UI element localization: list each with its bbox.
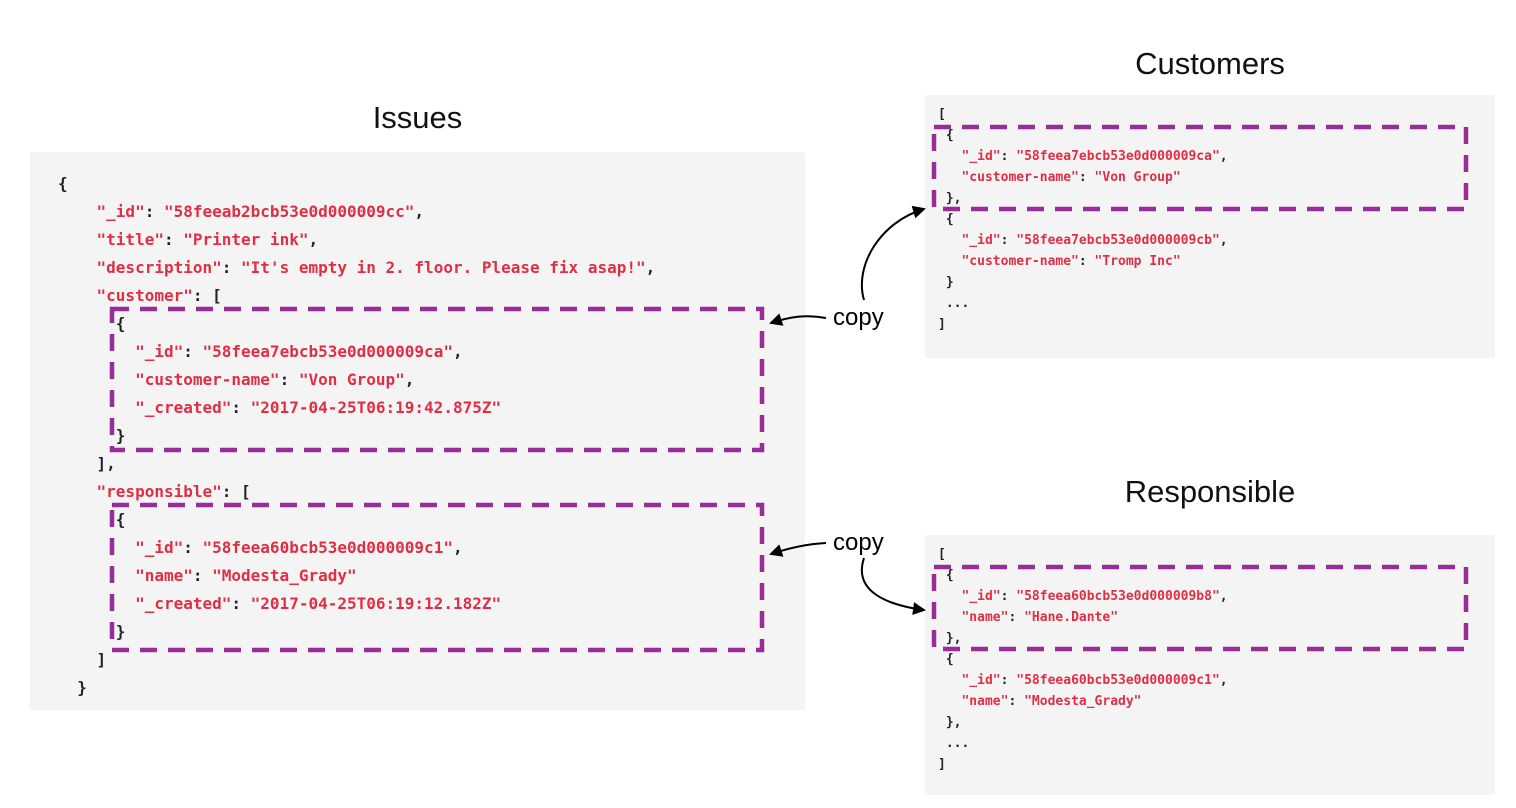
issues-json-document: { "_id": "58feeab2bcb53e0d000009cc", "ti… bbox=[30, 152, 805, 710]
copy-label-responsible: copy bbox=[833, 529, 884, 556]
code-line: }, bbox=[938, 631, 962, 646]
copy-label-customers: copy bbox=[833, 304, 884, 331]
code-line: [ bbox=[938, 547, 946, 562]
code-line: "name": "Hane.Dante" bbox=[961, 610, 1119, 625]
copy-arrow-to-customers-doc bbox=[860, 205, 926, 301]
code-line: } bbox=[58, 622, 126, 641]
responsible-title: Responsible bbox=[1124, 474, 1296, 509]
code-line: } bbox=[938, 275, 954, 290]
code-line: ] bbox=[58, 650, 107, 669]
code-line: ] bbox=[938, 757, 946, 772]
code-line: "name": "Modesta_Grady" bbox=[961, 694, 1142, 709]
code-line: "_id": "58feea60bcb53e0d000009c1", bbox=[961, 673, 1228, 688]
responsible-collection-json: [ { "_id": "58feea60bcb53e0d000009b8", "… bbox=[925, 535, 1495, 795]
code-line: ] bbox=[938, 317, 946, 332]
code-line: }, bbox=[938, 191, 962, 206]
copy-arrow-to-responsible-doc bbox=[861, 557, 926, 615]
code-line: { bbox=[938, 568, 954, 583]
code-line: { bbox=[58, 174, 68, 193]
customers-title: Customers bbox=[1135, 46, 1285, 81]
code-line: ... bbox=[938, 736, 970, 751]
code-line: "customer-name": "Von Group", bbox=[135, 370, 415, 389]
code-line: { bbox=[938, 212, 954, 227]
code-line: { bbox=[938, 128, 954, 143]
code-line: ], bbox=[58, 454, 116, 473]
code-line: "_id": "58feea60bcb53e0d000009c1", bbox=[135, 538, 463, 557]
code-line: "_id": "58feea60bcb53e0d000009b8", bbox=[961, 589, 1228, 604]
code-line: { bbox=[58, 314, 126, 333]
customers-collection-json: [ { "_id": "58feea7ebcb53e0d000009ca", "… bbox=[925, 95, 1495, 358]
code-line: "customer": [ bbox=[96, 286, 222, 305]
code-line: }, bbox=[938, 715, 962, 730]
code-line: { bbox=[938, 652, 954, 667]
code-line: "_id": "58feea7ebcb53e0d000009ca", bbox=[135, 342, 463, 361]
code-line: "customer-name": "Von Group" bbox=[961, 170, 1181, 185]
code-line: "name": "Modesta_Grady" bbox=[135, 566, 357, 585]
code-line: "_created": "2017-04-25T06:19:42.875Z" bbox=[135, 398, 502, 417]
code-line: "_id": "58feeab2bcb53e0d000009cc", bbox=[96, 202, 425, 221]
code-line: "responsible": [ bbox=[96, 482, 251, 501]
code-line: "_id": "58feea7ebcb53e0d000009ca", bbox=[961, 149, 1228, 164]
issues-title: Issues bbox=[372, 100, 463, 135]
code-line: "title": "Printer ink", bbox=[96, 230, 319, 249]
code-line: "_id": "58feea7ebcb53e0d000009cb", bbox=[961, 233, 1228, 248]
code-line: } bbox=[58, 426, 126, 445]
code-line: "_created": "2017-04-25T06:19:12.182Z" bbox=[135, 594, 502, 613]
code-line: [ bbox=[938, 107, 946, 122]
code-line: { bbox=[58, 510, 126, 529]
code-line: } bbox=[58, 678, 87, 697]
code-line: ... bbox=[938, 296, 970, 311]
code-line: "customer-name": "Tromp Inc" bbox=[961, 254, 1181, 269]
code-line: "description": "It's empty in 2. floor. … bbox=[96, 258, 656, 277]
